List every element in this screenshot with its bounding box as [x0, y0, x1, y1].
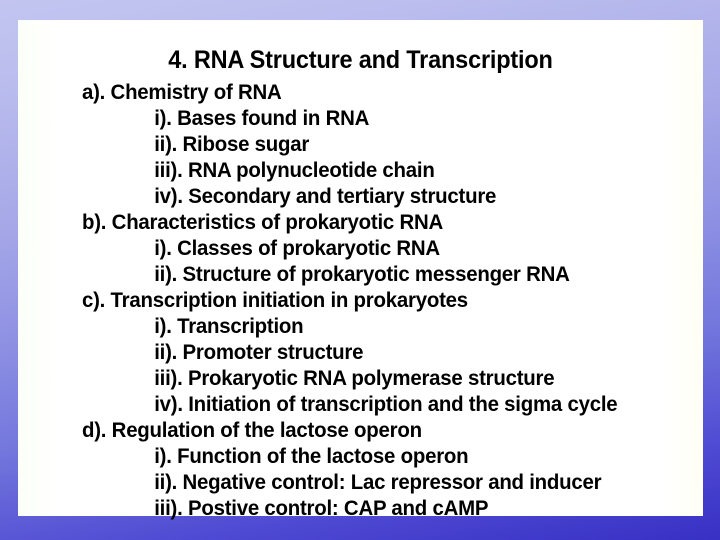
outline-item: ii). Promoter structure — [154, 340, 364, 364]
outline-item: iv). Initiation of transcription and the… — [154, 392, 618, 416]
outline-item: i). Function of the lactose operon — [154, 444, 469, 468]
page-title: 4. RNA Structure and Transcription — [168, 45, 553, 74]
outline-item: i). Classes of prokaryotic RNA — [154, 236, 440, 260]
outline-item: ii). Ribose sugar — [154, 132, 310, 156]
slide-content-panel: 4. RNA Structure and Transcription a). C… — [18, 20, 703, 520]
outline-item: i). Transcription — [154, 314, 304, 338]
outline-item: d). Regulation of the lactose operon — [82, 418, 422, 442]
outline-item: a). Chemistry of RNA — [82, 80, 282, 104]
outline-item: ii). Negative control: Lac repressor and… — [154, 470, 602, 494]
outline-item: ii). Structure of prokaryotic messenger … — [154, 262, 570, 286]
outline-item: i). Bases found in RNA — [154, 106, 370, 130]
outline-item: iii). RNA polynucleotide chain — [154, 158, 435, 182]
outline-item: iv). Secondary and tertiary structure — [154, 184, 497, 208]
outline-item: iii). Postive control: CAP and cAMP — [154, 496, 489, 520]
outline-item: iii). Prokaryotic RNA polymerase structu… — [154, 366, 555, 390]
outline-item: b). Characteristics of prokaryotic RNA — [82, 210, 443, 234]
outline-item: c). Transcription initiation in prokaryo… — [82, 288, 468, 312]
